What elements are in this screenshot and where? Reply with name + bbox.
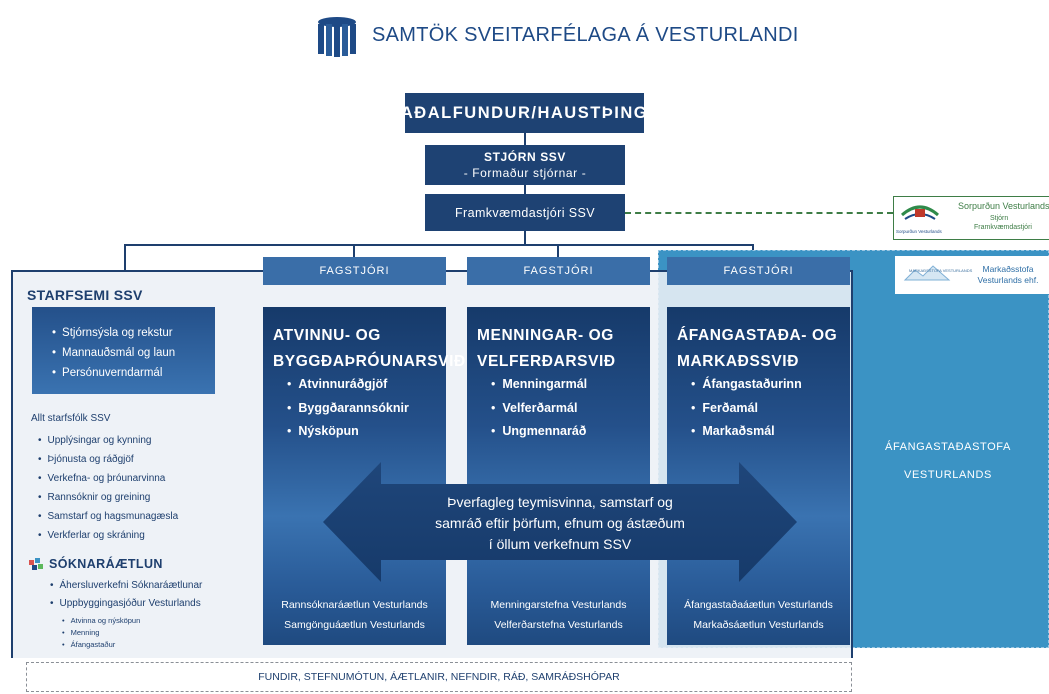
staff-item: Upplýsingar og kynning: [38, 431, 178, 450]
markadsstofa-line1: Markaðsstofa: [982, 264, 1034, 274]
footer-box: FUNDIR, STEFNUMÓTUN, ÁÆTLANIR, NEFNDIR, …: [26, 662, 852, 692]
dashed-link: [625, 212, 893, 214]
sorpurdun-title: Sorpurðun Vesturlands hf.: [958, 201, 1049, 211]
admin-item: Mannauðsmál og laun: [52, 343, 175, 363]
managing-director-label: Framkvæmdastjóri SSV: [455, 205, 595, 220]
sorpurdun-director: Framkvæmdastjóri: [974, 224, 1032, 231]
admin-list: Stjórnsýsla og rekstur Mannauðsmál og la…: [52, 323, 175, 383]
general-assembly-box: AÐALFUNDUR/HAUSTÞING: [401, 93, 647, 133]
board-label: STJÓRN SSV: [483, 150, 567, 164]
operations-title: STARFSEMI SSV: [27, 287, 143, 303]
collaboration-line2: samráð eftir þörfum, efnum og ástæðum: [435, 515, 685, 531]
staff-item: Þjónusta og ráðgjöf: [38, 450, 178, 469]
admin-item: Persónuverndarmál: [52, 363, 175, 383]
staff-item: Verkferlar og skráning: [38, 526, 178, 545]
managing-director-box: Framkvæmdastjóri SSV: [425, 194, 625, 231]
staff-item: Rannsóknir og greining: [38, 488, 178, 507]
division-plans: Rannsóknaráætlun Vesturlands Samgönguáæt…: [263, 595, 446, 635]
sorpurdun-box: Sorpurðun Vesturlands Sorpurðun Vesturla…: [893, 196, 1049, 240]
plan-subitem: Menning: [62, 627, 140, 639]
sorpurdun-board: Stjórn: [990, 215, 1009, 222]
markadsstofa-logo-caption: MARKAÐSSTOFA VESTURLANDS: [909, 268, 973, 273]
collaboration-arrow-icon: [323, 462, 797, 582]
division-items: Atvinnuráðgjöf Byggðarannsóknir Nýsköpun: [287, 373, 409, 444]
destination-office-line1: ÁFANGASTAÐASTOFA: [885, 441, 1011, 453]
plan-subitem: Áfangastaður: [62, 639, 140, 651]
division-items: Áfangastaðurinn Ferðamál Markaðsmál: [691, 373, 802, 444]
manager-box-2: FAGSTJÓRI: [467, 257, 650, 285]
division-plans: Menningarstefna Vesturlands Velferðarste…: [467, 595, 650, 635]
markadsstofa-logo-icon: [903, 265, 951, 281]
division-item: Markaðsmál: [691, 420, 802, 444]
division-item: Velferðarmál: [491, 397, 587, 421]
sorpurdun-logo-caption: Sorpurðun Vesturlands: [896, 229, 942, 234]
division-item: Atvinnuráðgjöf: [287, 373, 409, 397]
plan-subitem: Atvinna og nýsköpun: [62, 615, 141, 627]
org-name: SAMTÖK SVEITARFÉLAGA Á VESTURLANDI: [372, 24, 799, 46]
collaboration-line3: í öllum verkefnum SSV: [488, 536, 632, 552]
destination-office-line2: VESTURLANDS: [904, 469, 992, 481]
staff-item: Samstarf og hagsmunagæsla: [38, 507, 179, 526]
division-items: Menningarmál Velferðarmál Ungmennaráð: [491, 373, 587, 444]
division-item: Byggðarannsóknir: [287, 397, 408, 421]
admin-item: Stjórnsýsla og rekstur: [52, 323, 175, 343]
sorpurdun-logo-icon: [901, 205, 939, 220]
staff-item: Verkefna- og þróunarvinna: [38, 469, 178, 488]
board-subtitle: - Formaður stjórnar -: [463, 166, 587, 180]
general-assembly-label: AÐALFUNDUR/HAUSTÞING: [400, 103, 649, 122]
division-plan: Menningarstefna Vesturlands: [490, 599, 627, 611]
staff-list: Upplýsingar og kynning Þjónusta og ráðgj…: [38, 431, 179, 545]
division-plan: Velferðarstefna Vesturlands: [494, 619, 623, 631]
footer-text: FUNDIR, STEFNUMÓTUN, ÁÆTLANIR, NEFNDIR, …: [258, 671, 620, 683]
division-plan: Áfangastaðaáætlun Vesturlands: [684, 599, 833, 611]
ssv-logo-icon: [315, 15, 359, 59]
plan-title: SÓKNARÁÆTLUN: [49, 557, 163, 571]
division-plan: Samgönguáætlun Vesturlands: [284, 619, 425, 631]
division-item: Áfangastaðurinn: [691, 373, 801, 397]
admin-box: Stjórnsýsla og rekstur Mannauðsmál og la…: [32, 307, 215, 394]
markadsstofa-box: MARKAÐSSTOFA VESTURLANDS Markaðsstofa Ve…: [895, 256, 1049, 294]
division-plan: Markaðsáætlun Vesturlands: [693, 619, 824, 631]
manager-box-3: FAGSTJÓRI: [667, 257, 850, 285]
manager-box-1: FAGSTJÓRI: [263, 257, 446, 285]
collaboration-line1: Þverfagleg teymisvinna, samstarf og: [447, 494, 673, 510]
collaboration-text: Þverfagleg teymisvinna, samstarf og samr…: [384, 492, 736, 555]
plan-item: Áhersluverkefni Sóknaráætlunar: [50, 577, 203, 595]
board-box: STJÓRN SSV - Formaður stjórnar -: [425, 145, 625, 185]
destination-office-label: ÁFANGASTAÐASTOFA VESTURLANDS: [860, 433, 1036, 489]
staff-heading: Allt starfsfólk SSV: [31, 413, 111, 424]
plan-item: Uppbyggingasjóður Vesturlands: [50, 595, 202, 613]
division-plans: Áfangastaðaáætlun Vesturlands Markaðsáæt…: [667, 595, 850, 635]
division-item: Nýsköpun: [287, 420, 409, 444]
plan-list: Áhersluverkefni Sóknaráætlunar Uppbyggin…: [50, 577, 203, 613]
division-item: Ungmennaráð: [491, 420, 587, 444]
plan-sublist: Atvinna og nýsköpun Menning Áfangastaður: [62, 615, 141, 651]
plan-logo-icon: [29, 558, 43, 570]
markadsstofa-line2: Vesturlands ehf.: [977, 275, 1039, 285]
division-plan: Rannsóknaráætlun Vesturlands: [281, 599, 428, 611]
division-item: Menningarmál: [491, 373, 587, 397]
division-item: Ferðamál: [691, 397, 802, 421]
